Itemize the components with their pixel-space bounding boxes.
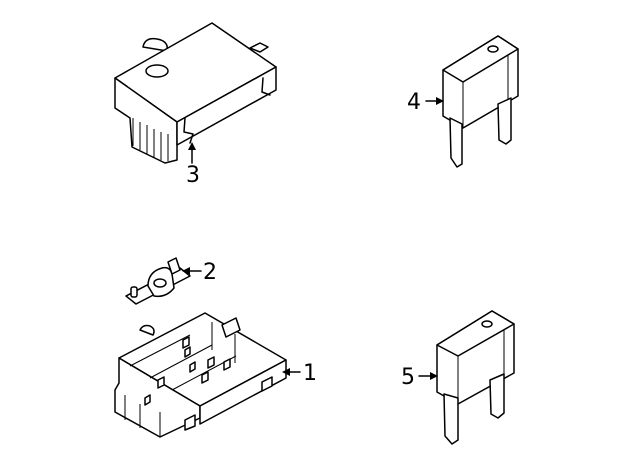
leader-lines [182,97,444,380]
arrowhead-2 [182,267,190,275]
callout-5: 5 [401,365,415,390]
callout-3: 3 [186,163,200,188]
callout-1: 1 [303,361,317,386]
part-2-clip [125,257,191,305]
part-3-cover [114,22,277,164]
arrowhead-5 [430,372,438,380]
callout-4: 4 [407,90,421,115]
arrowhead-3 [188,142,196,150]
arrowhead-1 [282,368,290,376]
part-5-fuse [436,310,515,445]
arrowhead-4 [436,97,444,105]
callout-2: 2 [203,260,217,285]
part-1-base [114,312,287,438]
part-4-fuse [442,35,519,168]
